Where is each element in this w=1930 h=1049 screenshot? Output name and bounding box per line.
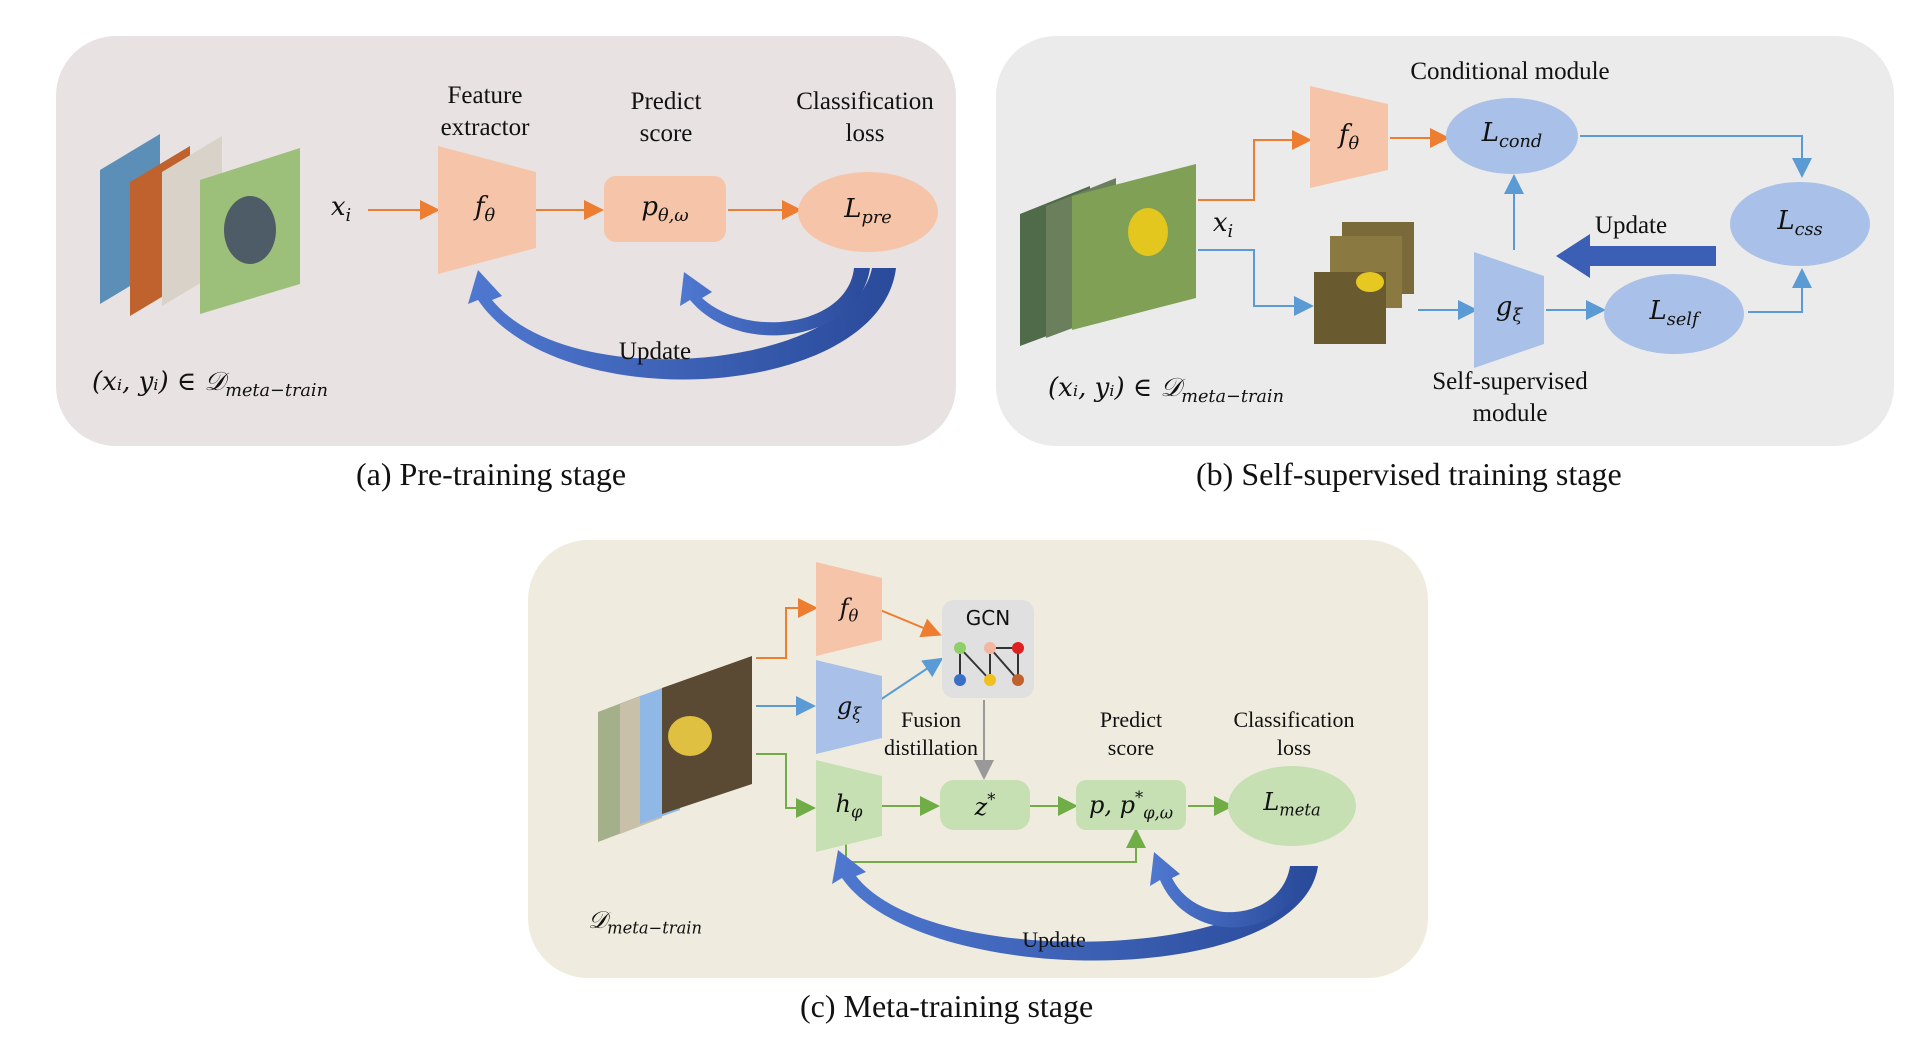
feature-extractor-shape-b xyxy=(1310,86,1388,188)
update-label-c: Update xyxy=(1022,927,1086,952)
z-star-symbol: z* xyxy=(974,790,996,821)
self-supervised-shape-c xyxy=(816,660,882,754)
classification-loss-shape-a xyxy=(798,172,938,252)
predict-score-symbol-a: pθ,ω xyxy=(641,192,689,227)
meta-loss-symbol: Lmeta xyxy=(1263,788,1321,820)
feature-extractor-symbol-b: fθ xyxy=(1338,120,1360,155)
dataset-label-b: (xᵢ, yᵢ) ∈ 𝒟meta−train xyxy=(1048,373,1284,408)
predict-score-symbol-c: p, p*φ,ω xyxy=(1088,788,1174,823)
meta-loss-shape xyxy=(1228,766,1356,846)
gcn-graph-icon xyxy=(954,642,1024,686)
caption-a: (a) Pre-training stage xyxy=(356,456,627,492)
meta-extractor-shape xyxy=(816,760,882,852)
input-symbol-a: xi xyxy=(330,192,352,227)
dataset-label-a: (xᵢ, yᵢ) ∈ 𝒟meta−train xyxy=(92,367,328,402)
feature-extractor-shape-c xyxy=(816,562,882,656)
predict-score-shape-a xyxy=(604,176,726,242)
self-loss-symbol: Lself xyxy=(1649,296,1699,331)
input-images-b xyxy=(1020,164,1414,346)
meta-extractor-symbol: hφ xyxy=(835,790,863,822)
feature-extractor-symbol-c: fθ xyxy=(839,594,859,626)
self-supervised-shape xyxy=(1474,252,1544,368)
dataset-label-c: 𝒟meta−train xyxy=(587,906,703,938)
feature-extractor-shape-a xyxy=(438,146,536,274)
cond-loss-symbol: Lcond xyxy=(1481,118,1543,153)
input-images-a xyxy=(100,134,300,316)
cond-loss-shape xyxy=(1446,98,1578,174)
z-star-shape xyxy=(940,780,1030,830)
self-supervised-symbol-c: gξ xyxy=(836,692,862,724)
caption-b: (b) Self-supervised training stage xyxy=(1196,456,1622,492)
css-loss-shape xyxy=(1730,182,1870,266)
self-supervised-symbol: gξ xyxy=(1495,292,1523,327)
gcn-label: GCN xyxy=(965,606,1011,630)
caption-c: (c) Meta-training stage xyxy=(800,988,1094,1024)
input-images-c xyxy=(598,656,752,842)
self-loss-shape xyxy=(1604,274,1744,354)
feature-extractor-symbol-a: fθ xyxy=(474,192,496,227)
conditional-module-label: Conditional module xyxy=(1410,58,1610,85)
predict-score-shape-c xyxy=(1076,780,1186,830)
css-loss-symbol: Lcss xyxy=(1777,206,1823,241)
input-symbol-b: xi xyxy=(1212,208,1234,243)
update-label-b: Update xyxy=(1594,212,1668,239)
classification-loss-symbol-a: Lpre xyxy=(844,194,892,229)
update-label-a: Update xyxy=(618,338,692,365)
